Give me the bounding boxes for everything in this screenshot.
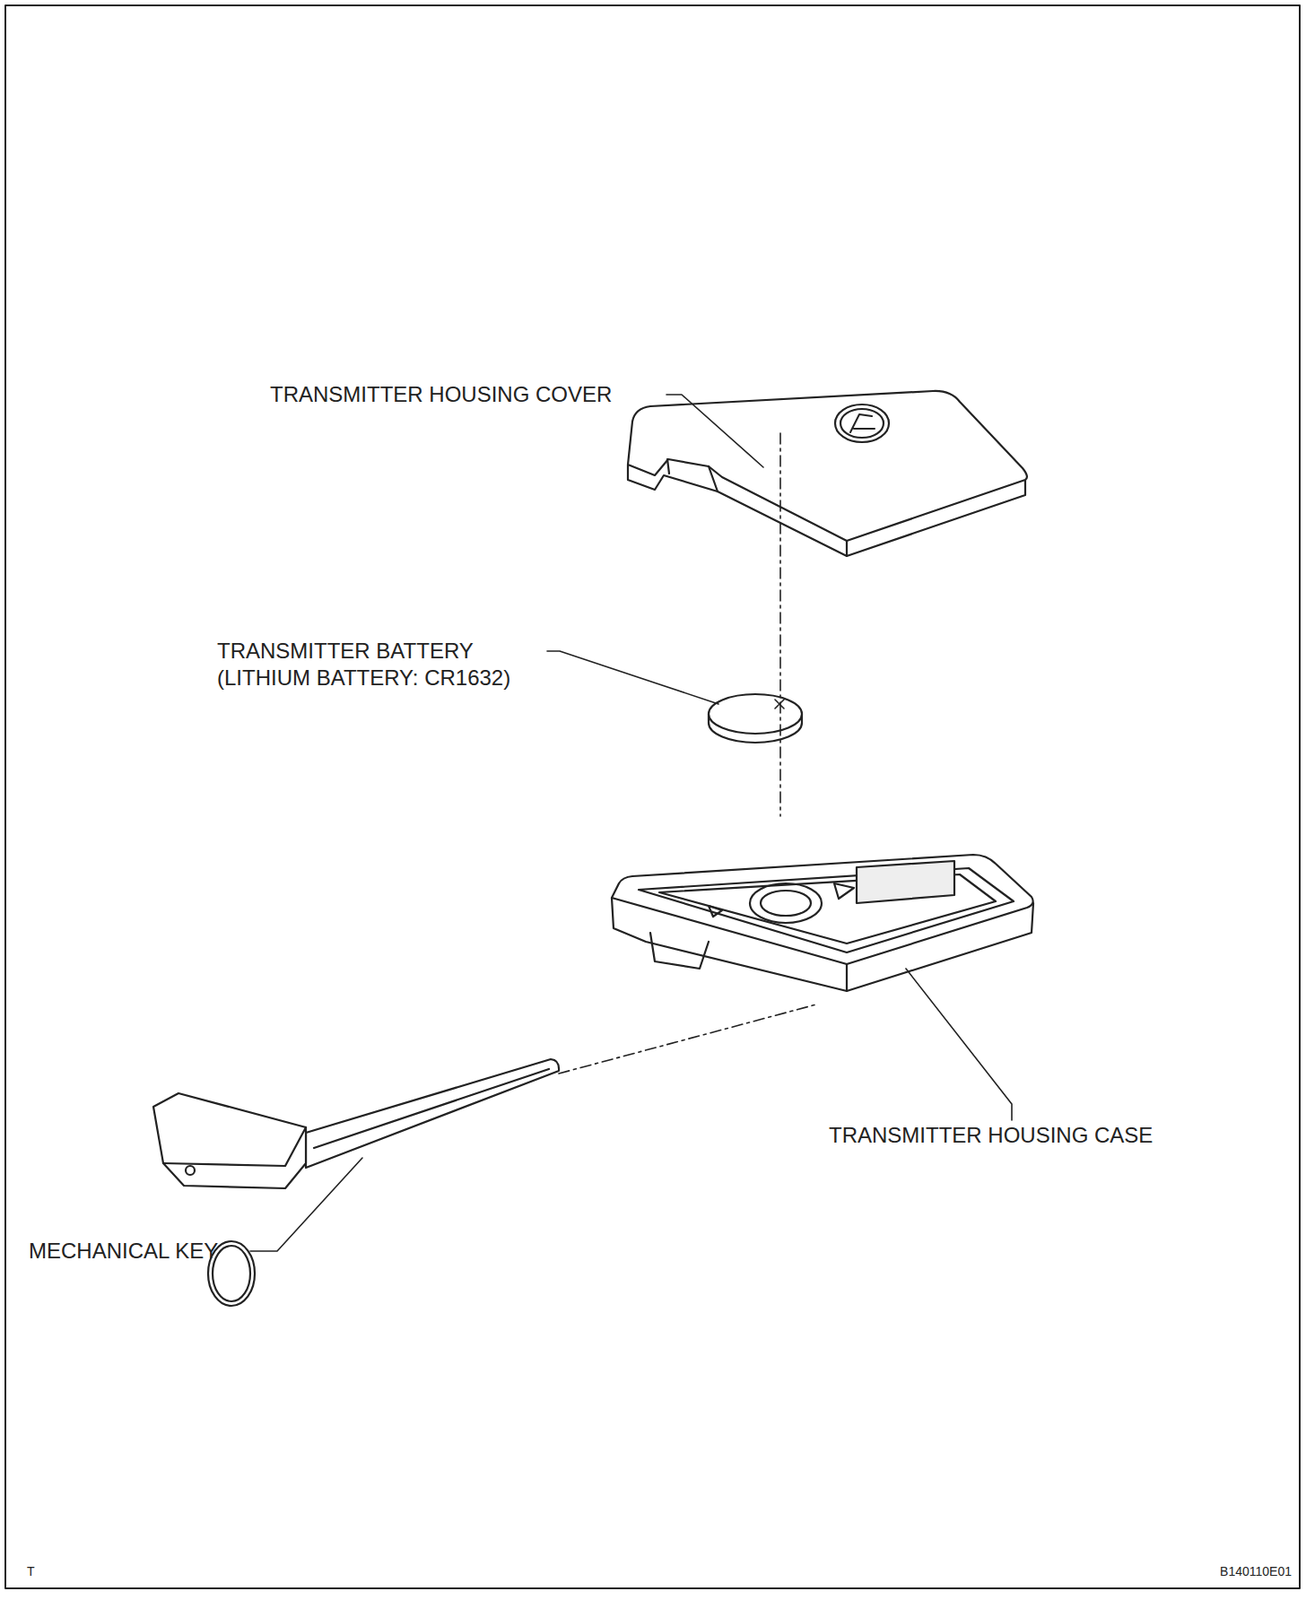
part-label: TRANSMITTER BATTERY (LITHIUM BATTERY: CR…: [217, 637, 563, 692]
figure-code: B140110E01: [1219, 1563, 1292, 1580]
housing-case: [611, 854, 1034, 992]
coin-battery: [708, 694, 802, 743]
assembly-line: [779, 433, 782, 817]
part-label: TRANSMITTER HOUSING CASE: [828, 1122, 1153, 1150]
leader-line: [666, 394, 764, 468]
corner-mark: T: [26, 1563, 35, 1580]
frame: [5, 5, 1300, 1589]
leader-line: [905, 968, 1012, 1121]
leader-line: [547, 651, 719, 705]
leader-line: [250, 1157, 363, 1252]
housing-cover: [627, 391, 1028, 557]
part-label: TRANSMITTER HOUSING COVER: [269, 381, 612, 409]
part-label: MECHANICAL KEY: [28, 1237, 218, 1265]
mechanical-key: [153, 1059, 559, 1306]
assembly-line: [558, 1004, 817, 1074]
